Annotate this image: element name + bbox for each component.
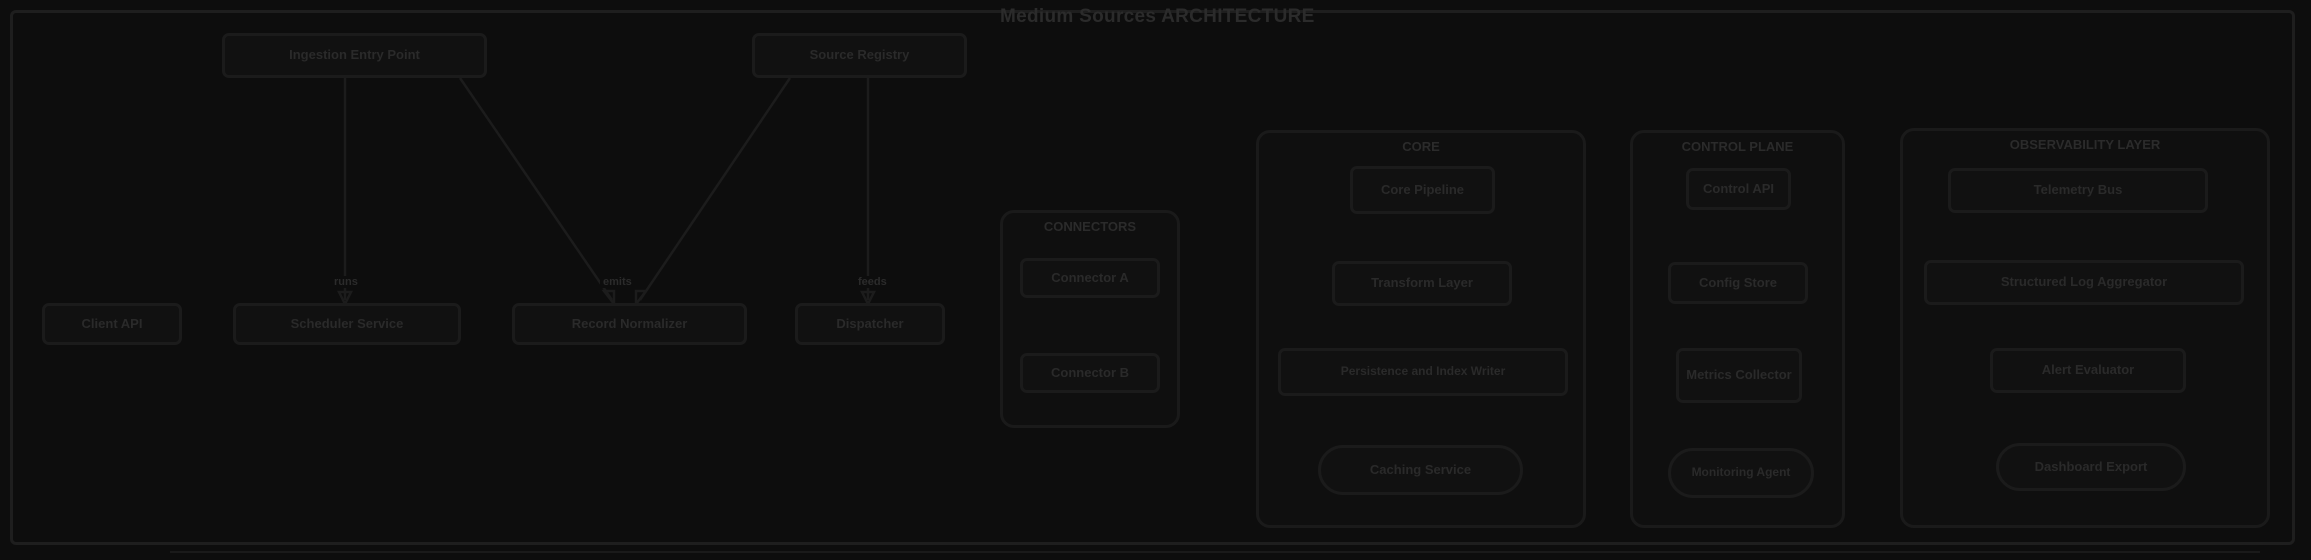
node-label: Persistence and Index Writer bbox=[1340, 364, 1506, 379]
node-client-api[interactable]: Client API bbox=[42, 303, 182, 345]
node-label: Telemetry Bus bbox=[2033, 182, 2123, 198]
diagram-title: Medium Sources ARCHITECTURE bbox=[1000, 6, 1315, 27]
node-control-api[interactable]: Control API bbox=[1686, 168, 1791, 210]
node-connector-b[interactable]: Connector B bbox=[1020, 353, 1160, 393]
node-metrics-collector[interactable]: Metrics Collector bbox=[1676, 348, 1802, 403]
node-label: Connector A bbox=[1051, 269, 1129, 285]
subgraph-title-connectors: CONNECTORS bbox=[1043, 219, 1137, 234]
diagram-outer-frame bbox=[10, 10, 2295, 545]
node-structured-log-aggregator[interactable]: Structured Log Aggregator bbox=[1924, 260, 2244, 305]
node-core-pipeline[interactable]: Core Pipeline bbox=[1350, 166, 1495, 214]
node-label: Dispatcher bbox=[836, 315, 904, 331]
node-label: Config Store bbox=[1699, 274, 1777, 290]
node-connector-a[interactable]: Connector A bbox=[1020, 258, 1160, 298]
node-label: Source Registry bbox=[809, 47, 910, 63]
node-label: Dashboard Export bbox=[2034, 458, 2148, 474]
subgraph-title-observability-layer: OBSERVABILITY LAYER bbox=[2009, 137, 2161, 152]
node-label: Scheduler Service bbox=[290, 315, 404, 331]
node-label: Caching Service bbox=[1369, 461, 1472, 477]
node-alert-evaluator[interactable]: Alert Evaluator bbox=[1990, 348, 2186, 393]
node-persistence-index-writer[interactable]: Persistence and Index Writer bbox=[1278, 348, 1568, 396]
subgraph-title-control-plane: CONTROL PLANE bbox=[1681, 139, 1794, 154]
node-source-registry[interactable]: Source Registry bbox=[752, 33, 967, 78]
subgraph-title-core: CORE bbox=[1402, 139, 1440, 154]
node-label: Alert Evaluator bbox=[2041, 362, 2135, 378]
node-caching-service[interactable]: Caching Service bbox=[1318, 445, 1523, 495]
node-label: Monitoring Agent bbox=[1691, 465, 1791, 480]
node-monitoring-agent[interactable]: Monitoring Agent bbox=[1668, 448, 1814, 498]
node-telemetry-bus[interactable]: Telemetry Bus bbox=[1948, 168, 2208, 213]
node-label: Client API bbox=[81, 315, 143, 331]
node-label: Structured Log Aggregator bbox=[2000, 274, 2168, 290]
node-dispatcher[interactable]: Dispatcher bbox=[795, 303, 945, 345]
node-scheduler-service[interactable]: Scheduler Service bbox=[233, 303, 461, 345]
node-record-normalizer[interactable]: Record Normalizer bbox=[512, 303, 747, 345]
node-label: Record Normalizer bbox=[571, 315, 688, 331]
node-label: Metrics Collector bbox=[1686, 367, 1792, 383]
node-label: Transform Layer bbox=[1371, 275, 1473, 291]
node-transform-layer[interactable]: Transform Layer bbox=[1332, 261, 1512, 306]
node-label: Control API bbox=[1702, 180, 1774, 196]
subgraph-connectors: CONNECTORS bbox=[1000, 210, 1180, 428]
diagram-baseline bbox=[170, 551, 2260, 553]
node-label: Connector B bbox=[1051, 364, 1129, 380]
edge-label-runs: runs bbox=[331, 276, 361, 288]
edge-label-feeds: feeds bbox=[855, 276, 890, 288]
edge-label-emits: emits bbox=[600, 276, 635, 288]
node-dashboard-export[interactable]: Dashboard Export bbox=[1996, 443, 2186, 491]
node-config-store[interactable]: Config Store bbox=[1668, 262, 1808, 304]
node-ingestion-entry-point[interactable]: Ingestion Entry Point bbox=[222, 33, 487, 78]
node-label: Ingestion Entry Point bbox=[289, 47, 420, 63]
node-label: Core Pipeline bbox=[1380, 181, 1465, 197]
